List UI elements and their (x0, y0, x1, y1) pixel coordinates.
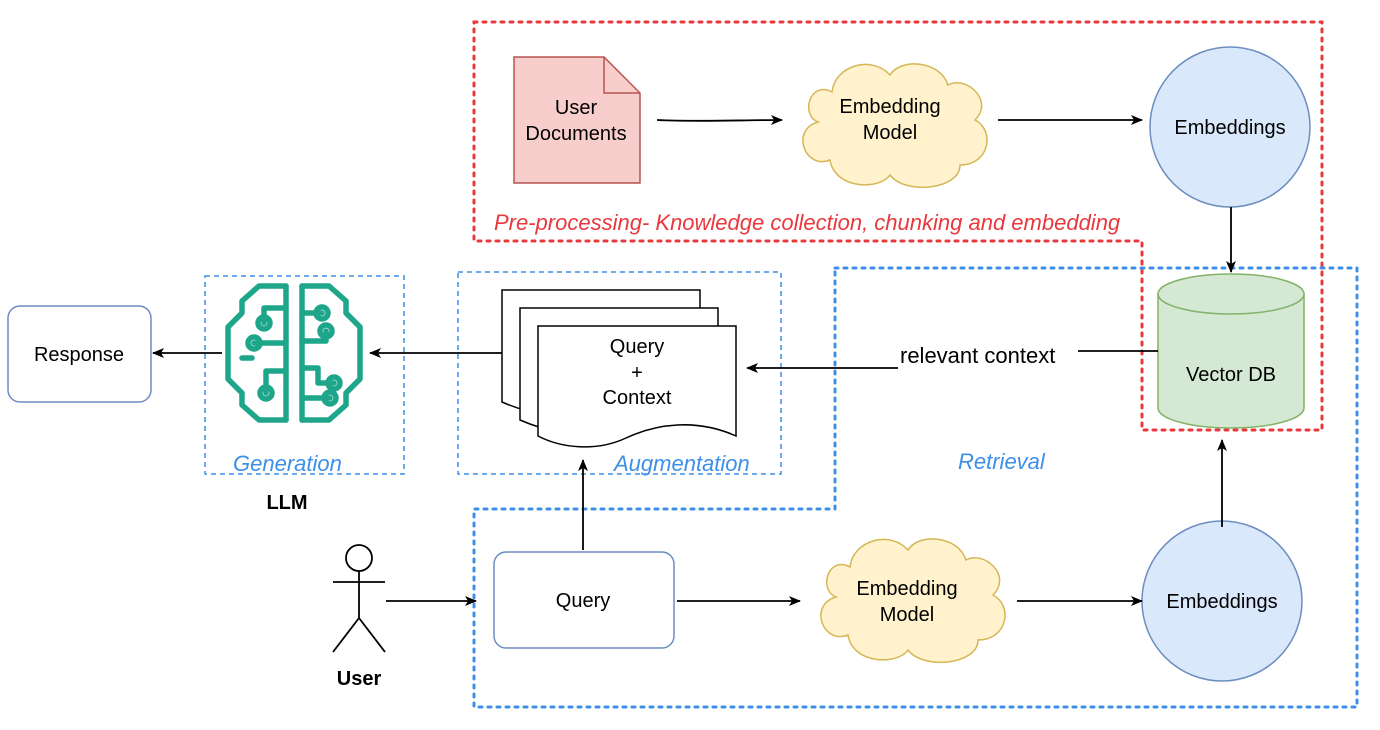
bottom-embeddings-label: Embeddings (1166, 591, 1277, 613)
user-actor-icon (332, 544, 386, 653)
user-label: User (337, 668, 382, 690)
doc-layer-front (537, 325, 737, 448)
arrow-documents-to-model (656, 115, 783, 126)
preprocessing-region: Pre-processing- Knowledge collection, ch… (472, 20, 1324, 432)
bottom-model-label-line2: Model (880, 604, 934, 626)
preprocessing-border (472, 20, 1324, 432)
llm-brain-icon (225, 283, 363, 423)
vector-db-node: Vector DB (1157, 273, 1305, 429)
document-fold (603, 57, 640, 94)
bottom-model-label-line1: Embedding (856, 578, 957, 600)
bottom-embeddings-node: Embeddings (1141, 520, 1303, 682)
doc-label-line1: Query (610, 336, 664, 358)
query-node: Query (493, 551, 675, 649)
top-embeddings-label: Embeddings (1174, 117, 1285, 139)
preprocessing-caption: Pre-processing- Knowledge collection, ch… (494, 210, 1121, 235)
response-box (7, 305, 152, 403)
generation-border (204, 275, 405, 475)
retrieval-region: Retrieval (472, 266, 1359, 709)
cylinder-body (1157, 293, 1305, 429)
augmentation-region: Augmentation (457, 271, 782, 476)
bottom-embedding-model-node: Embedding Model (820, 538, 1006, 663)
llm-label: LLM (266, 492, 307, 514)
cylinder-top (1157, 273, 1305, 315)
documents-label-line2: Documents (525, 123, 626, 145)
query-box (493, 551, 675, 649)
cloud-shape (802, 63, 988, 188)
cloud-shape-bottom (820, 538, 1006, 663)
doc-label-line3: Context (603, 387, 672, 409)
response-node: Response (7, 305, 152, 403)
document-shape (513, 56, 641, 184)
generation-caption: Generation (233, 451, 342, 476)
generation-region: Generation (204, 275, 405, 476)
augmentation-caption: Augmentation (612, 451, 750, 476)
top-model-label-line1: Embedding (839, 96, 940, 118)
top-model-label-line2: Model (863, 122, 917, 144)
top-embeddings-circle (1149, 46, 1311, 208)
relevant-context-label: relevant context (900, 343, 1055, 368)
retrieval-caption: Retrieval (958, 449, 1046, 474)
arrow-vectordb-to-context (747, 350, 1158, 368)
doc-label-line2: + (631, 362, 643, 384)
vector-db-label: Vector DB (1186, 364, 1276, 386)
retrieval-border (472, 266, 1359, 709)
user-documents-node: User Documents (513, 56, 641, 184)
top-embedding-model-node: Embedding Model (802, 63, 988, 188)
top-embeddings-node: Embeddings (1149, 46, 1311, 208)
query-context-node: Query + Context (501, 289, 737, 448)
augmentation-border (457, 271, 782, 475)
response-label: Response (34, 344, 124, 366)
connectors (152, 115, 1236, 606)
documents-label-line1: User (555, 97, 598, 119)
query-label: Query (556, 590, 610, 612)
